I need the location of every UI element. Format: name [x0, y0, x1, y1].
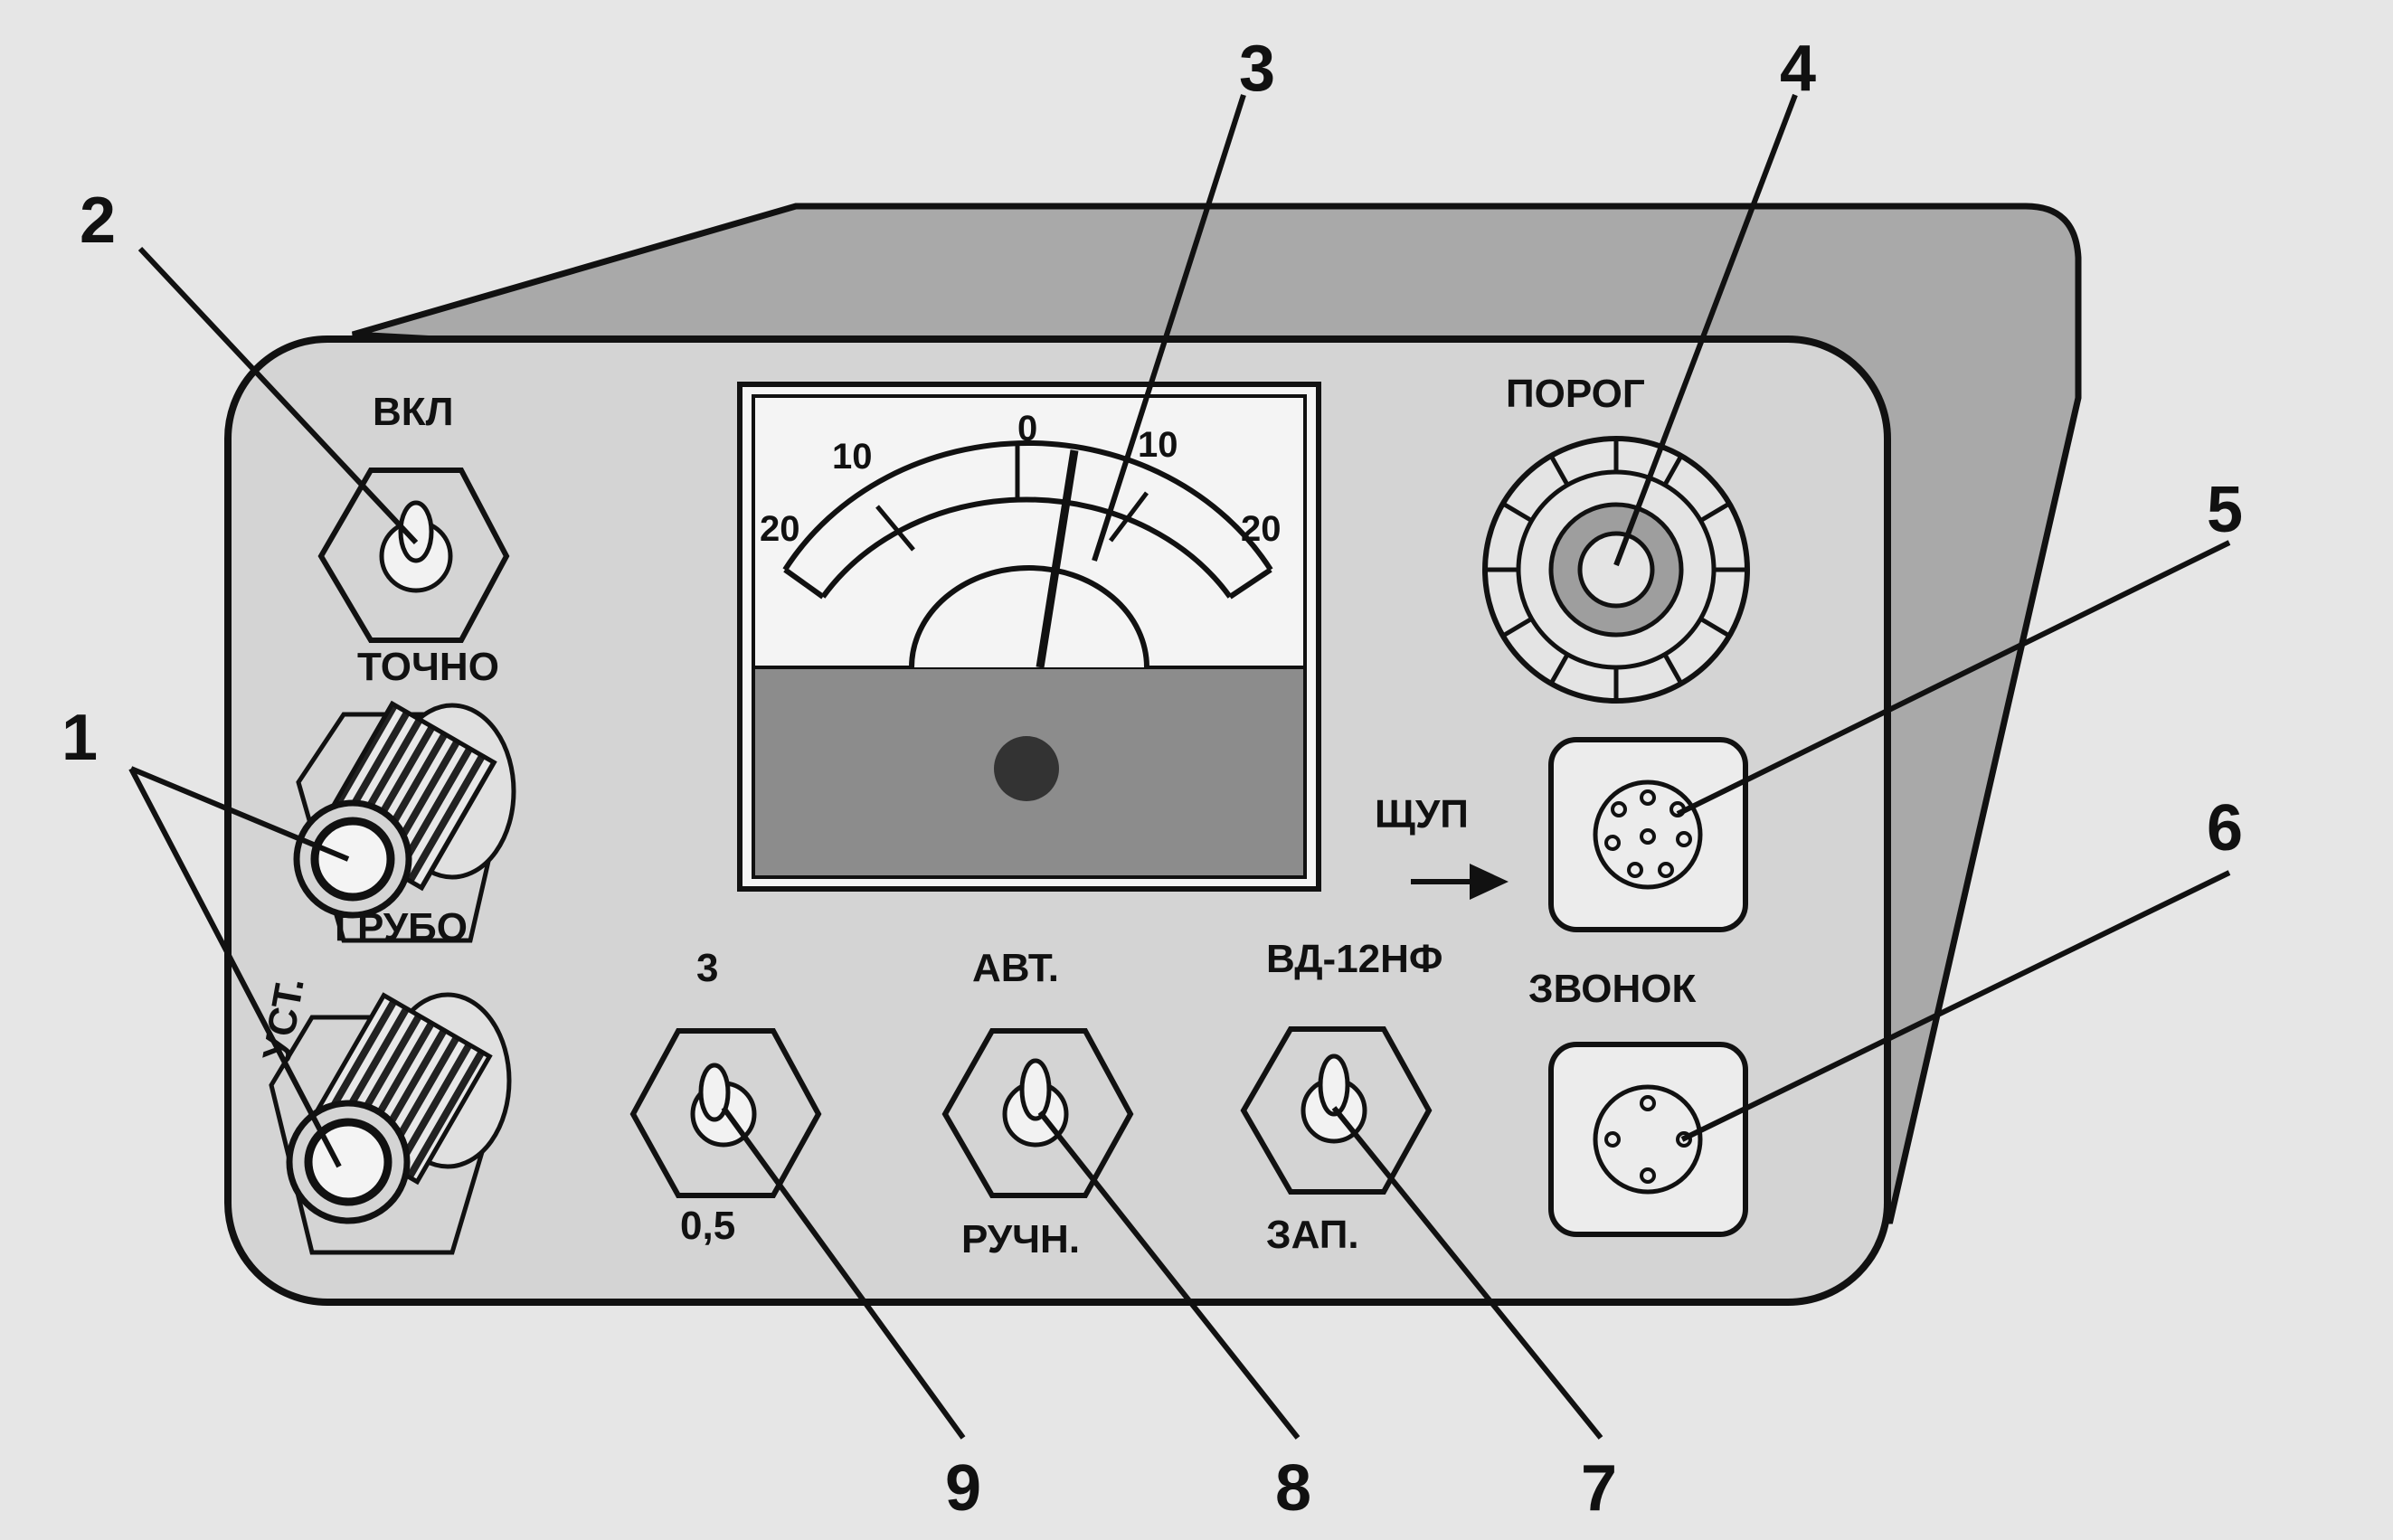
device-body-back: [352, 203, 2082, 1224]
threshold-knob[interactable]: [1482, 436, 1750, 704]
bell-connector-socket[interactable]: [1548, 1042, 1748, 1237]
meter-scale-left-10: 10: [832, 437, 873, 477]
coarse-adjust-knob[interactable]: [269, 992, 512, 1255]
callout-6: 6: [2207, 792, 2243, 864]
meter-scale-left-20: 20: [760, 509, 800, 549]
callout-leaders: [128, 93, 2231, 1440]
callout-1: 1: [61, 702, 98, 774]
callout-4: 4: [1780, 33, 1816, 105]
probe-connector-socket[interactable]: [1548, 737, 1748, 932]
callout-9: 9: [945, 1452, 981, 1525]
power-switch-label-fine: ТОЧНО: [357, 645, 499, 689]
range-switch-label-bottom: 0,5: [680, 1204, 735, 1248]
type-switch-label-bottom: ЗАП.: [1266, 1213, 1359, 1257]
mode-switch-label-bottom: РУЧН.: [961, 1217, 1080, 1261]
callout-7: 7: [1581, 1452, 1617, 1525]
probe-label: ЩУП: [1375, 792, 1469, 836]
mode-switch-label-top: АВТ.: [972, 946, 1059, 990]
threshold-label: ПОРОГ: [1506, 372, 1645, 416]
power-switch-label-on: ВКЛ: [373, 390, 454, 434]
meter-needle: [1036, 449, 1079, 668]
meter-scale-right-20: 20: [1241, 509, 1282, 549]
power-toggle-switch[interactable]: [317, 468, 510, 643]
meter-scale-right-10: 10: [1138, 425, 1178, 465]
mode-toggle-switch[interactable]: [941, 1028, 1134, 1198]
fine-adjust-knob[interactable]: [293, 700, 516, 943]
range-switch-label-top: 3: [696, 946, 718, 990]
adjust-knob-label-coarse: ГРУБО: [335, 905, 468, 950]
meter-scale-zero: 0: [1017, 409, 1037, 449]
analog-meter: [737, 382, 1321, 892]
meter-zero-screw[interactable]: [994, 736, 1059, 801]
callout-5: 5: [2207, 474, 2243, 546]
type-switch-label-top: ВД-12НФ: [1266, 937, 1442, 981]
bell-label: ЗВОНОК: [1528, 967, 1696, 1011]
meter-scale-arc: [782, 440, 1273, 572]
probe-arrow: [1411, 864, 1509, 900]
callout-8: 8: [1275, 1452, 1311, 1525]
callout-2: 2: [80, 184, 116, 257]
callout-3: 3: [1239, 33, 1275, 105]
